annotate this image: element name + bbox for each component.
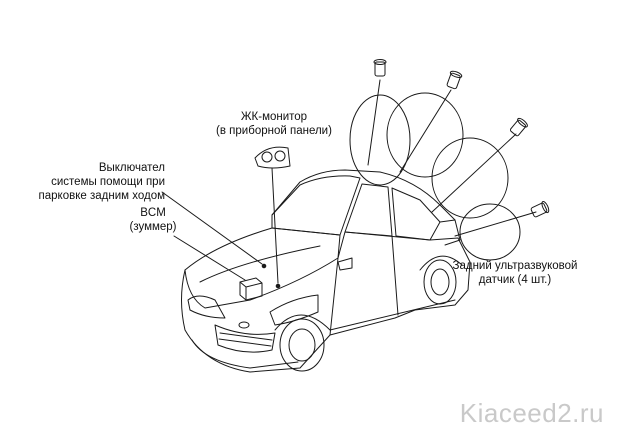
lcd-monitor-part [254,146,291,289]
car-front-wheel-rim [288,328,316,362]
car-headlight-left [187,295,226,319]
bcm-title: BCM [140,207,166,219]
bcm-buzzer: (зуммер) [129,221,177,233]
bcm-part [173,235,263,301]
rear-sensor-label: Задний ультразвуковой датчик (4 шт.) [440,259,590,287]
car-front-fascia [181,257,339,373]
lcd-monitor-dial-left [261,151,273,163]
rear-sensor-title: Задний ультразвуковой [452,260,578,272]
sensor-2 [446,70,463,90]
sensor-leader-1 [367,79,381,166]
sensor-1 [373,59,387,77]
car-windshield [271,175,361,236]
car-illustration [181,169,471,373]
car-body-side [329,231,471,336]
switch-leader [161,191,263,265]
car-wheel-arch-rear [419,255,463,271]
rear-sensor-count: датчик (4 шт.) [478,274,552,286]
sensor-4 [530,201,550,218]
switch-label-line1: Выключател [98,162,165,174]
lcd-monitor-label: ЖК-монитор (в приборной панели) [204,110,344,138]
sensor-lobe-2 [386,92,464,178]
lcd-monitor-location: (в приборной панели) [216,125,332,137]
car-hood-crease [199,245,321,283]
rear-sensor-group [349,59,550,261]
car-wheel-arch-front [274,314,331,331]
car-sill [329,299,456,331]
lcd-monitor-title: ЖК-монитор [240,111,308,123]
sensor-lobe-3 [431,137,509,219]
bcm-label: BCM (зуммер) [118,206,188,234]
car-side-window-rear [391,187,441,241]
sensor-leader-4 [454,211,537,237]
car-side-window-front [344,183,393,237]
lcd-monitor-dial-right [274,150,286,162]
car-roof [271,169,456,221]
sensor-lobe-4 [459,203,521,261]
car-logo [238,321,250,329]
lcd-monitor-housing [254,146,291,169]
car-lower-bumper [191,339,299,369]
switch-label-line3: парковке задним ходом [38,190,165,202]
sensor-3 [509,117,528,137]
car-rear-pillar [439,219,461,246]
car-headlight-right [269,294,319,326]
switch-point [261,263,267,269]
car-side-mirror [337,257,353,271]
sensor-leader-2 [399,89,452,173]
car-hood [184,227,341,309]
switch-label: Выключател системы помощи при парковке з… [20,161,165,203]
car-grille [214,324,276,353]
lcd-monitor-leader [271,167,279,284]
car-front-wheel [279,318,325,372]
lcd-monitor-point [275,283,281,289]
car-rear-wheel [423,259,457,305]
bcm-box [239,277,263,301]
bcm-leader [173,235,246,281]
sensor-lobe-1 [349,94,411,186]
car-door-line [391,235,399,316]
car-rear-wheel-rim [430,268,450,296]
car-grille-lines [218,332,273,347]
switch-label-line2: системы помощи при [51,176,165,188]
sensor-leader-3 [431,133,517,213]
watermark: Kiaceed2.ru [459,398,604,428]
